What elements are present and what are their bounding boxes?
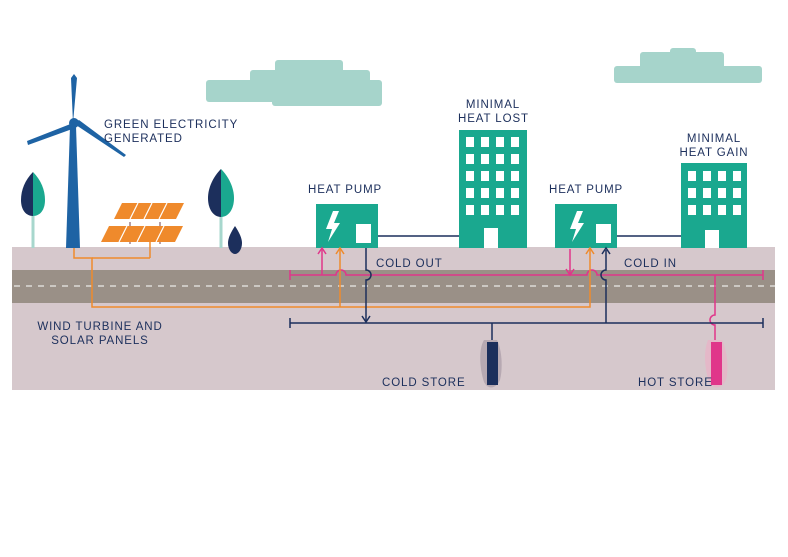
building-window [466, 137, 474, 147]
label-cold-in: COLD IN [624, 258, 677, 270]
building-window [511, 137, 519, 147]
building-window [496, 205, 504, 215]
wind-turbine [27, 74, 126, 248]
building-window [703, 188, 711, 198]
label-cold-store: COLD STORE [382, 377, 466, 389]
cloud-left [206, 60, 382, 106]
small-shrub [228, 226, 242, 254]
tree-right [208, 169, 234, 248]
label-hot-store: HOT STORE [638, 377, 713, 389]
building-window [481, 171, 489, 181]
building-window [718, 188, 726, 198]
label-minimal-heat-lost: MINIMAL HEAT LOST [458, 98, 528, 126]
building-window [511, 205, 519, 215]
label-cold-out: COLD OUT [376, 258, 443, 270]
cold-store [480, 340, 502, 388]
warm-pipe [289, 246, 764, 352]
building-window [511, 171, 519, 181]
hot-store [705, 340, 728, 388]
lightning-bolt-icon [326, 211, 340, 242]
label-green-electricity-line2: GENERATED [104, 133, 183, 145]
label-minimal-heat-gain-line1: MINIMAL [686, 133, 742, 145]
building-window [703, 171, 711, 181]
building-window [481, 154, 489, 164]
label-minimal-heat-gain: MINIMAL HEAT GAIN [676, 132, 752, 160]
building-window [496, 188, 504, 198]
electricity-line [73, 242, 595, 308]
lightning-bolt-icon [570, 211, 584, 242]
label-heat-pump-left: HEAT PUMP [308, 184, 383, 196]
building-window [733, 171, 741, 181]
building-window [496, 137, 504, 147]
label-wind-solar-line1: WIND TURBINE AND [37, 321, 163, 333]
label-green-electricity: GREEN ELECTRICITY GENERATED [104, 118, 238, 146]
building-window [466, 188, 474, 198]
building-window [481, 188, 489, 198]
label-heat-pump-right: HEAT PUMP [549, 184, 624, 196]
label-wind-solar: WIND TURBINE AND SOLAR PANELS [30, 320, 170, 348]
building-window [466, 205, 474, 215]
cold-pipe [289, 246, 764, 342]
building-window [718, 205, 726, 215]
solar-panels [101, 202, 184, 244]
building-window [703, 205, 711, 215]
heat-pump-left [316, 204, 378, 248]
building-window [688, 205, 696, 215]
building-window [466, 154, 474, 164]
label-minimal-heat-gain-line2: HEAT GAIN [679, 147, 749, 159]
building-window [733, 205, 741, 215]
building-window [481, 137, 489, 147]
building-minimal-heat-lost [459, 130, 527, 248]
cloud-right [614, 48, 762, 83]
label-green-electricity-line1: GREEN ELECTRICITY [104, 119, 239, 131]
heat-pump-right [555, 204, 617, 248]
building-minimal-heat-gain [681, 163, 747, 248]
building-window [496, 154, 504, 164]
building-window [496, 171, 504, 181]
building-window [511, 154, 519, 164]
label-minimal-heat-lost-line2: HEAT LOST [458, 113, 529, 125]
building-window [481, 205, 489, 215]
building-window [718, 171, 726, 181]
building-window [688, 188, 696, 198]
building-window [466, 171, 474, 181]
building-window [733, 188, 741, 198]
building-window [511, 188, 519, 198]
label-wind-solar-line2: SOLAR PANELS [51, 335, 149, 347]
tree-left [21, 172, 45, 248]
building-window [688, 171, 696, 181]
label-minimal-heat-lost-line1: MINIMAL [465, 99, 521, 111]
